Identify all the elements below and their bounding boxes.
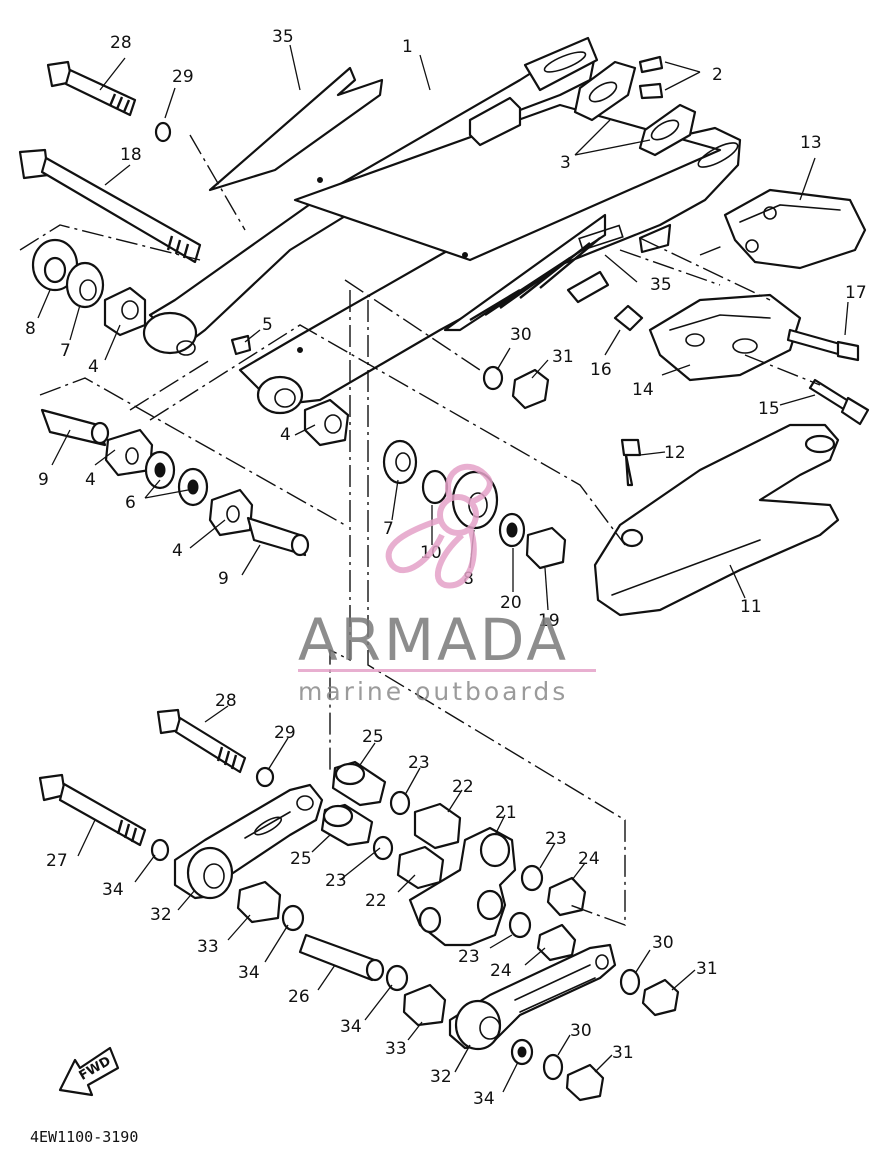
label-20: 20	[500, 593, 522, 613]
label-28-upper: 28	[110, 33, 132, 53]
label-28-lower: 28	[215, 691, 237, 711]
label-14: 14	[632, 380, 654, 400]
propeller-logo	[385, 463, 493, 589]
label-25-upper: 25	[362, 727, 384, 747]
label-4-mid: 4	[85, 470, 96, 490]
relay-bushings	[320, 760, 462, 890]
label-4-lower: 4	[172, 541, 183, 561]
label-19: 19	[538, 611, 560, 631]
watermark-tagline: marine outboards	[298, 677, 568, 706]
washer-nut-lower	[510, 968, 680, 1102]
label-7-center: 7	[383, 519, 394, 539]
label-30-lower-b: 30	[570, 1021, 592, 1041]
washer-nut-upper	[482, 365, 550, 410]
label-9-right: 9	[218, 569, 229, 589]
label-32-lower: 32	[430, 1067, 452, 1087]
label-12: 12	[664, 443, 686, 463]
connecting-rod-upper	[173, 783, 324, 900]
assembly-lines	[19, 134, 821, 926]
grease-nipple	[230, 334, 252, 356]
label-18: 18	[120, 145, 142, 165]
relay	[408, 826, 517, 947]
chain-puller-plates	[573, 55, 697, 157]
label-11: 11	[740, 597, 762, 617]
label-31-lower-b: 31	[612, 1043, 634, 1063]
label-2: 2	[712, 65, 723, 85]
label-33-lower: 33	[385, 1039, 407, 1059]
label-30-upper: 30	[510, 325, 532, 345]
collar-spacers	[236, 880, 447, 1027]
watermark-brand: ARMADA	[298, 606, 569, 674]
leader-lines	[37, 44, 849, 1093]
label-33-upper: 33	[197, 937, 219, 957]
label-13: 13	[800, 133, 822, 153]
label-1: 1	[402, 37, 413, 57]
label-34-c: 34	[340, 1017, 362, 1037]
linkage-bolts	[38, 708, 275, 862]
label-35-lower: 35	[650, 275, 672, 295]
label-3: 3	[560, 153, 571, 173]
label-29-lower: 29	[274, 723, 296, 743]
label-22-lower: 22	[365, 891, 387, 911]
label-32-upper: 32	[150, 905, 172, 925]
label-27: 27	[46, 851, 68, 871]
watermark-rule	[298, 669, 596, 672]
forward-direction-arrow: FWD	[58, 1046, 120, 1097]
pivot-shaft	[18, 60, 202, 264]
label-4-upper: 4	[88, 357, 99, 377]
label-6: 6	[125, 493, 136, 513]
swingarm	[142, 36, 742, 415]
bearing-stack-lower	[40, 408, 310, 557]
label-24-upper: 24	[578, 849, 600, 869]
label-8-center: 8	[463, 569, 474, 589]
label-34-b: 34	[238, 963, 260, 983]
label-29-upper: 29	[172, 67, 194, 87]
decal-upper	[208, 66, 384, 192]
bolts	[613, 304, 870, 426]
label-31-upper: 31	[552, 347, 574, 367]
label-30-lower-a: 30	[652, 933, 674, 953]
label-31-lower-a: 31	[696, 959, 718, 979]
label-34-d: 34	[473, 1089, 495, 1109]
part-labels: 1 2 3 35 28 29 18 8 7 4 5 13 17 16 14 15…	[25, 27, 867, 1109]
label-24-lower: 24	[490, 961, 512, 981]
label-26: 26	[288, 987, 310, 1007]
label-9-left: 9	[38, 470, 49, 490]
label-4-center: 4	[280, 425, 291, 445]
label-8-left: 8	[25, 319, 36, 339]
relay-arm	[593, 423, 840, 617]
label-23-b: 23	[545, 829, 567, 849]
label-23-d: 23	[458, 947, 480, 967]
relay-spacers	[508, 864, 587, 962]
label-34-a: 34	[102, 880, 124, 900]
chain-support	[648, 293, 802, 382]
label-23-a: 23	[408, 753, 430, 773]
label-7-left: 7	[60, 341, 71, 361]
watermark: ARMADA marine outboards	[298, 463, 596, 706]
label-22-upper: 22	[452, 777, 474, 797]
connecting-rod-lower	[448, 943, 617, 1051]
label-16: 16	[590, 360, 612, 380]
bearing-stack-upper	[31, 238, 147, 337]
label-21: 21	[495, 803, 517, 823]
drawing-code: 4EW1100-3190	[30, 1128, 138, 1146]
label-35-upper: 35	[272, 27, 294, 47]
label-25-lower: 25	[290, 849, 312, 869]
label-17: 17	[845, 283, 867, 303]
label-23-c: 23	[325, 871, 347, 891]
label-5: 5	[262, 315, 273, 335]
chain-guide	[723, 188, 867, 270]
label-15: 15	[758, 399, 780, 419]
